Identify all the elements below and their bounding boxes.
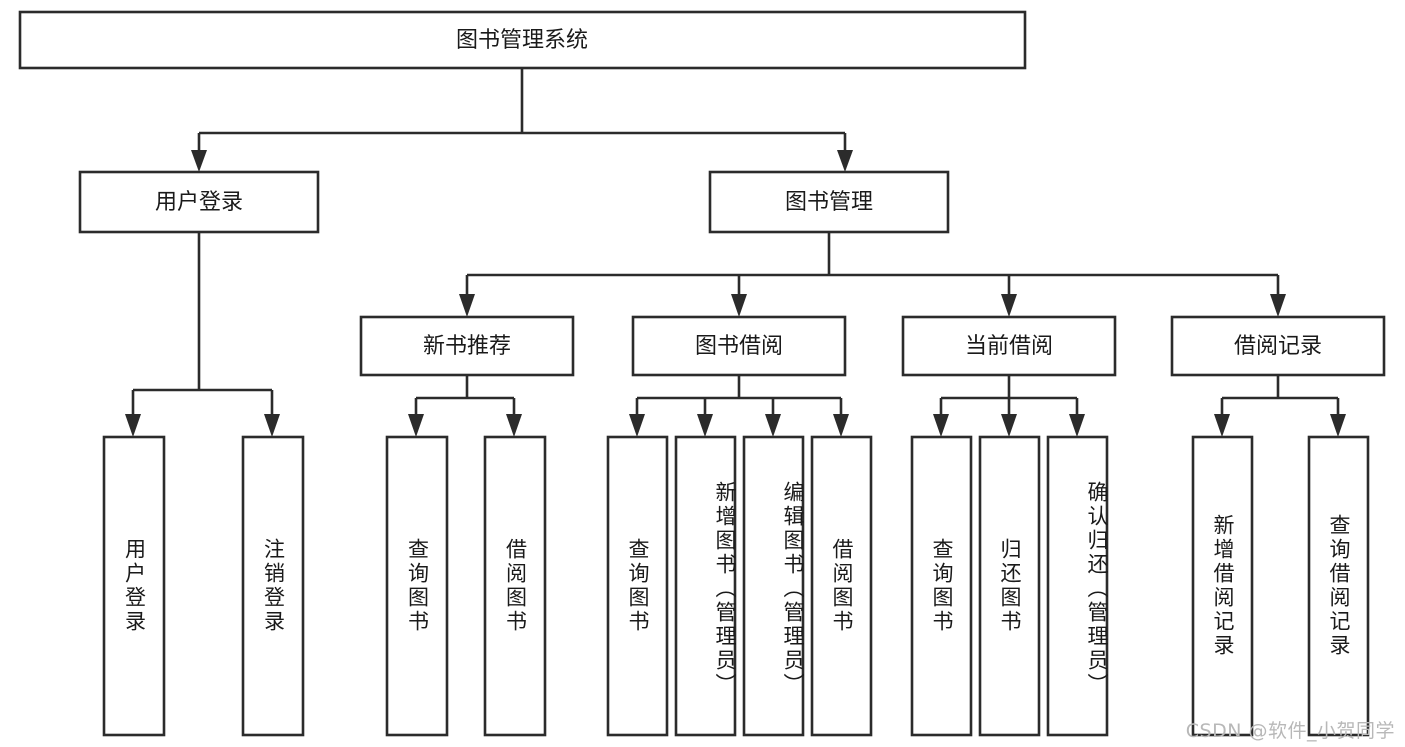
arrow-head-icon xyxy=(1001,294,1017,317)
connector-currentborrow-to-leaves xyxy=(933,375,1085,437)
arrow-head-icon xyxy=(1214,414,1230,437)
node-root-label: 图书管理系统 xyxy=(456,28,588,53)
node-user-login-label: 用户登录 xyxy=(155,190,243,215)
node-current-borrow-label: 当前借阅 xyxy=(965,334,1053,359)
connector-bookmanage-to-level2 xyxy=(459,232,1286,317)
node-current-borrow[interactable]: 当前借阅 xyxy=(901,315,1117,377)
watermark-text: CSDN @软件_小贺同学 xyxy=(1185,720,1395,742)
leaf-node-logout[interactable] xyxy=(241,435,305,737)
leaf-node-edit-book[interactable] xyxy=(742,435,805,737)
arrow-head-icon xyxy=(459,294,475,317)
arrow-head-icon xyxy=(1270,294,1286,317)
arrow-head-icon xyxy=(191,150,207,172)
leaf-node-borrow-book-1[interactable] xyxy=(483,435,547,737)
arrow-head-icon xyxy=(697,414,713,437)
node-borrow-record[interactable]: 借阅记录 xyxy=(1170,315,1386,377)
node-book-borrow[interactable]: 图书借阅 xyxy=(631,315,847,377)
leaf-node-query-book-1[interactable] xyxy=(385,435,449,737)
arrow-head-icon xyxy=(506,414,522,437)
arrow-head-icon xyxy=(125,414,141,437)
leaf-node-borrow-book-2[interactable] xyxy=(810,435,873,737)
node-book-manage[interactable]: 图书管理 xyxy=(708,170,950,234)
arrow-head-icon xyxy=(408,414,424,437)
arrow-head-icon xyxy=(1069,414,1085,437)
connector-userlogin-to-leaves xyxy=(125,232,280,437)
arrow-head-icon xyxy=(731,294,747,317)
leaf-node-confirm-return[interactable] xyxy=(1046,435,1109,737)
node-book-borrow-label: 图书借阅 xyxy=(695,334,783,359)
arrow-head-icon xyxy=(1001,414,1017,437)
leaf-node-add-book[interactable] xyxy=(674,435,737,737)
leaf-node-query-book-2[interactable] xyxy=(606,435,669,737)
leaf-node-add-record[interactable] xyxy=(1191,435,1254,737)
connector-bookborrow-to-leaves xyxy=(629,375,849,437)
arrow-head-icon xyxy=(765,414,781,437)
arrow-head-icon xyxy=(629,414,645,437)
leaf-node-user-login[interactable] xyxy=(102,435,166,737)
arrow-head-icon xyxy=(1330,414,1346,437)
connector-root-to-level1 xyxy=(191,68,853,172)
node-user-login[interactable]: 用户登录 xyxy=(78,170,320,234)
node-new-book-recommend-label: 新书推荐 xyxy=(423,334,511,359)
node-borrow-record-label: 借阅记录 xyxy=(1234,334,1322,359)
node-new-book-recommend[interactable]: 新书推荐 xyxy=(359,315,575,377)
node-book-manage-label: 图书管理 xyxy=(785,190,873,215)
arrow-head-icon xyxy=(264,414,280,437)
connector-borrowrecord-to-leaves xyxy=(1214,375,1346,437)
leaf-node-query-record[interactable] xyxy=(1307,435,1370,737)
arrow-head-icon xyxy=(933,414,949,437)
arrow-head-icon xyxy=(833,414,849,437)
leaf-node-query-book-3[interactable] xyxy=(910,435,973,737)
arrow-head-icon xyxy=(837,150,853,172)
connector-newbook-to-leaves xyxy=(408,375,522,437)
leaf-node-return-book[interactable] xyxy=(978,435,1041,737)
node-root[interactable]: 图书管理系统 xyxy=(18,10,1027,70)
